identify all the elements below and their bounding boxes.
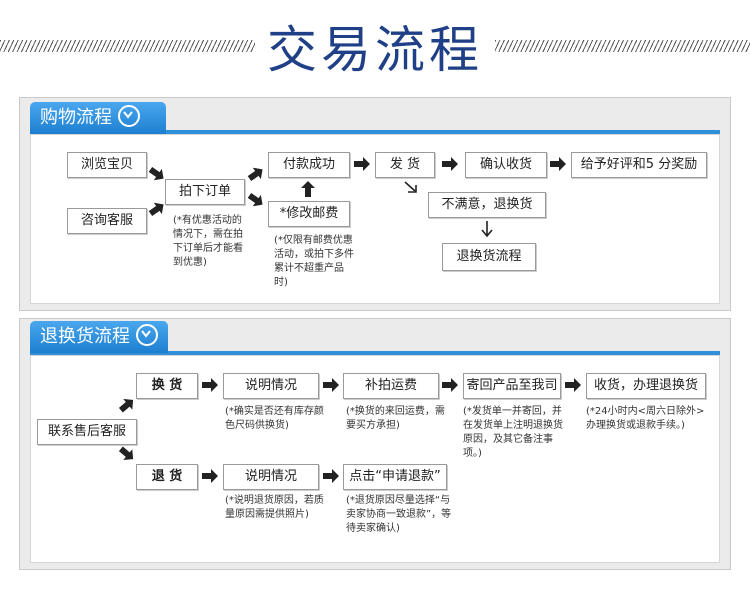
exchange-box: 换 货 <box>136 373 198 399</box>
refund-box: 退 货 <box>136 464 198 490</box>
consult-box: 咨询客服 <box>67 208 147 234</box>
explain-refund-box: 说明情况 <box>223 464 319 490</box>
arrow-icon <box>148 166 164 181</box>
shipping-fee-note: (*换货的来回运费，需要买方承担) <box>346 406 445 431</box>
shopping-tab-label: 购物流程 <box>40 107 112 128</box>
shipping-fee-box: 补拍运费 <box>343 373 439 399</box>
browse-box: 浏览宝贝 <box>67 152 147 178</box>
arrow-icon <box>118 398 134 413</box>
place-order-box: 拍下订单 <box>165 179 245 205</box>
returns-tab[interactable]: 退换货流程 <box>30 321 168 353</box>
unsatisfied-box: 不满意，退换货 <box>428 192 546 218</box>
arrow-icon <box>148 202 164 217</box>
arrow-icon <box>202 378 218 392</box>
receive-note: (*24小时内<周六日除外>办理换货或退款手续。) <box>586 406 705 431</box>
title-decoration-left <box>0 40 255 52</box>
contact-service-box: 联系售后客服 <box>37 419 137 445</box>
explain-exchange-note: (*确实是否还有库存颜色尺码供换货) <box>225 406 324 431</box>
page-title: 交易流程 <box>267 21 483 79</box>
chevron-down-icon <box>136 324 158 346</box>
arrow-up-icon <box>301 181 315 197</box>
rate-box: 给予好评和5 分奖励 <box>571 152 707 178</box>
returns-panel <box>19 318 731 570</box>
receive-box: 收货，办理退换货 <box>586 373 706 399</box>
ship-box: 发 货 <box>375 152 435 178</box>
explain-refund-note: (*说明退货原因，若质量原因需提供照片) <box>225 495 324 520</box>
arrow-icon <box>247 192 263 207</box>
arrow-icon <box>247 167 263 182</box>
arrow-icon <box>118 446 134 461</box>
arrow-icon <box>550 157 566 171</box>
arrow-icon <box>442 378 458 392</box>
arrow-icon <box>202 469 218 483</box>
arrow-down-icon <box>481 221 493 238</box>
arrow-icon <box>442 157 458 171</box>
apply-refund-box: 点击“申请退款” <box>343 464 447 490</box>
returns-tab-label: 退换货流程 <box>40 326 130 347</box>
arrow-icon <box>323 469 339 483</box>
postage-note: (*仅限有邮费优惠活动，或拍下多件累计不超重产品时) <box>274 235 354 288</box>
confirm-receipt-box: 确认收货 <box>465 152 547 178</box>
return-process-box: 退换货流程 <box>442 243 536 271</box>
title-decoration-right <box>495 40 750 52</box>
arrow-icon <box>354 157 370 171</box>
send-back-box: 寄回产品至我司 <box>463 373 561 399</box>
arrow-diagonal-icon <box>404 181 417 193</box>
shopping-tab[interactable]: 购物流程 <box>30 102 166 134</box>
send-back-note: (*发货单一并寄回，并在发货单上注明退换货原因，及其它备注事项。) <box>463 406 563 459</box>
arrow-icon <box>323 378 339 392</box>
order-note: (*有优惠活动的情况下，需在拍下订单后才能看到优惠) <box>173 215 243 268</box>
modify-postage-box: *修改邮费 <box>268 201 350 227</box>
explain-exchange-box: 说明情况 <box>223 373 319 399</box>
chevron-down-icon <box>118 105 140 127</box>
apply-refund-note: (*退货原因尽量选择“与卖家协商一致退款”，等待卖家确认) <box>346 495 452 534</box>
pay-success-box: 付款成功 <box>268 152 350 178</box>
arrow-icon <box>565 378 581 392</box>
